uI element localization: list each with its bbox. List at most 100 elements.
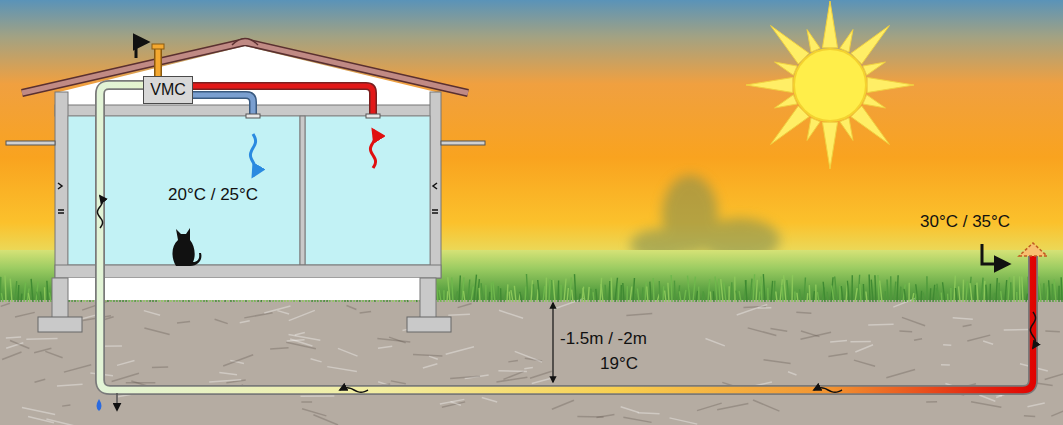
grass-blade (670, 275, 672, 302)
partition (300, 116, 305, 265)
grass-blade (943, 282, 945, 302)
grass-blade (533, 284, 535, 302)
ground (0, 300, 1063, 425)
grass-blade (744, 280, 746, 302)
grass-blade (596, 289, 597, 302)
grass-blade (504, 290, 506, 302)
sun-ray (771, 106, 809, 144)
stone-streak (943, 344, 951, 346)
grass-blade (866, 292, 867, 302)
stone-streak (623, 417, 651, 422)
grass-blade (477, 279, 479, 302)
grass-blade (823, 282, 825, 302)
grass-blade (884, 291, 886, 302)
grass-blade (567, 288, 568, 302)
grass-blade (1047, 286, 1048, 302)
grass-blade (500, 288, 502, 302)
wall (430, 92, 441, 278)
sun-rays (746, 1, 914, 169)
grass-blade (462, 277, 464, 302)
grass-blade (739, 291, 741, 302)
sun-ray (851, 106, 889, 144)
grass-blade (813, 291, 814, 302)
stone-streak (983, 341, 993, 344)
sun-ray (863, 62, 886, 75)
grass-blade (835, 277, 837, 302)
grass-blade (745, 280, 747, 302)
house (6, 39, 485, 333)
stone-streak (360, 311, 371, 313)
stone-streak (302, 409, 326, 416)
grass-blade (20, 294, 22, 302)
stone-streak (532, 378, 553, 384)
flow-waves (97, 130, 1035, 392)
grass-blade (665, 291, 666, 302)
grass-blade (950, 288, 952, 302)
grass-blade (935, 288, 937, 302)
earth-tube-outline (100, 85, 1033, 390)
stone-streak (2, 352, 21, 359)
stone-streak (941, 364, 950, 366)
stone-streak (327, 367, 357, 372)
grass-blade (926, 276, 927, 302)
stone-streak (413, 355, 442, 356)
grass-blade (791, 275, 793, 302)
grass-blade (959, 286, 960, 302)
grass-blade (1, 293, 3, 302)
grass-blade (604, 285, 606, 302)
stone-streak (144, 311, 160, 316)
grass-blade (704, 293, 705, 302)
stone-streak (458, 303, 472, 307)
grass-blade (538, 280, 540, 302)
grass-blade (831, 277, 833, 302)
flow-wave (340, 388, 368, 393)
stone-streak (530, 371, 552, 378)
grass-blade (962, 280, 964, 302)
grass-blade (40, 292, 42, 302)
grass-blade (782, 285, 784, 302)
grass-blade (890, 276, 892, 302)
grass-blade (875, 275, 876, 302)
grass-blade (804, 278, 805, 302)
grass-blade (721, 279, 723, 302)
grass-blade (780, 279, 782, 302)
grass-blade (771, 281, 773, 302)
grass-blade (773, 281, 775, 302)
grass-blade (684, 290, 686, 302)
grass-blade (1005, 280, 1007, 302)
grass-blade (880, 280, 882, 302)
grass-blade (758, 292, 760, 302)
stone-streak (801, 332, 832, 339)
flow-wave (370, 130, 375, 168)
window-mark (432, 183, 438, 213)
grass-blade (459, 275, 460, 302)
grass-blade (553, 280, 555, 302)
grass-blade (537, 289, 538, 302)
grass-blade (436, 285, 438, 302)
stone-streak (855, 345, 873, 352)
grass-blade (509, 292, 511, 302)
grass-blade (806, 293, 808, 302)
grass-blade (31, 279, 33, 302)
grass-blade (47, 281, 48, 302)
grass-blade (969, 277, 971, 302)
grass-blade (659, 281, 661, 302)
stone-streak (705, 339, 724, 346)
drain-arrow (116, 393, 118, 410)
grass-blade (557, 280, 559, 302)
stone-streak (758, 307, 772, 309)
grass-blade (645, 282, 646, 302)
stone-streak (1045, 330, 1059, 332)
condensate-drop (97, 399, 102, 411)
grass-blade (1049, 280, 1050, 302)
stone-streak (442, 402, 465, 407)
stone-streak (508, 361, 518, 362)
stone-streak (1051, 404, 1063, 416)
stone-streak (1027, 403, 1044, 407)
grass-blade (626, 286, 628, 302)
grass-blade (1052, 284, 1054, 302)
stone-streak (498, 370, 527, 372)
grass-blade (860, 284, 861, 302)
